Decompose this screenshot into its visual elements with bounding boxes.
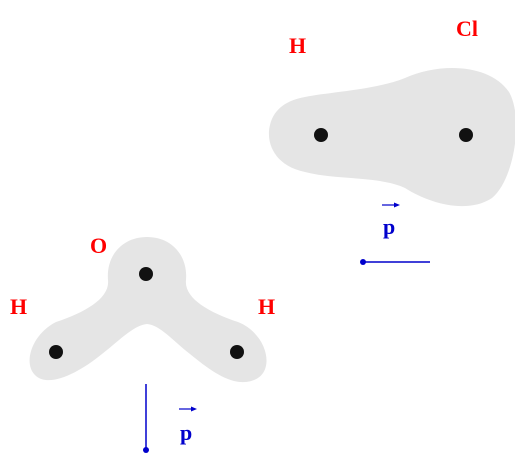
water-molecule: O H H p — [10, 233, 275, 453]
hcl-hydrogen-nucleus — [314, 128, 328, 142]
water-oxygen-label: O — [90, 233, 107, 258]
hcl-dipole-vector: p — [360, 202, 430, 265]
hcl-dipole-overarrow-head — [394, 202, 400, 208]
water-electron-cloud — [29, 237, 267, 383]
hcl-hydrogen-label: H — [289, 33, 306, 58]
hcl-dipole-arrow-tip — [360, 259, 366, 265]
water-left-hydrogen-label: H — [10, 294, 27, 319]
water-left-hydrogen-nucleus — [49, 345, 63, 359]
water-dipole-vector: p — [143, 384, 197, 453]
hcl-dipole-label: p — [383, 214, 395, 239]
hcl-molecule: H Cl p — [269, 16, 515, 265]
water-dipole-label: p — [180, 420, 192, 445]
water-dipole-overarrow-head — [191, 406, 197, 412]
water-oxygen-nucleus — [139, 267, 153, 281]
water-right-hydrogen-label: H — [258, 294, 275, 319]
hcl-chlorine-nucleus — [459, 128, 473, 142]
water-right-hydrogen-nucleus — [230, 345, 244, 359]
hcl-electron-cloud — [269, 67, 515, 207]
water-dipole-arrow-tip — [143, 447, 149, 453]
hcl-chlorine-label: Cl — [456, 16, 478, 41]
